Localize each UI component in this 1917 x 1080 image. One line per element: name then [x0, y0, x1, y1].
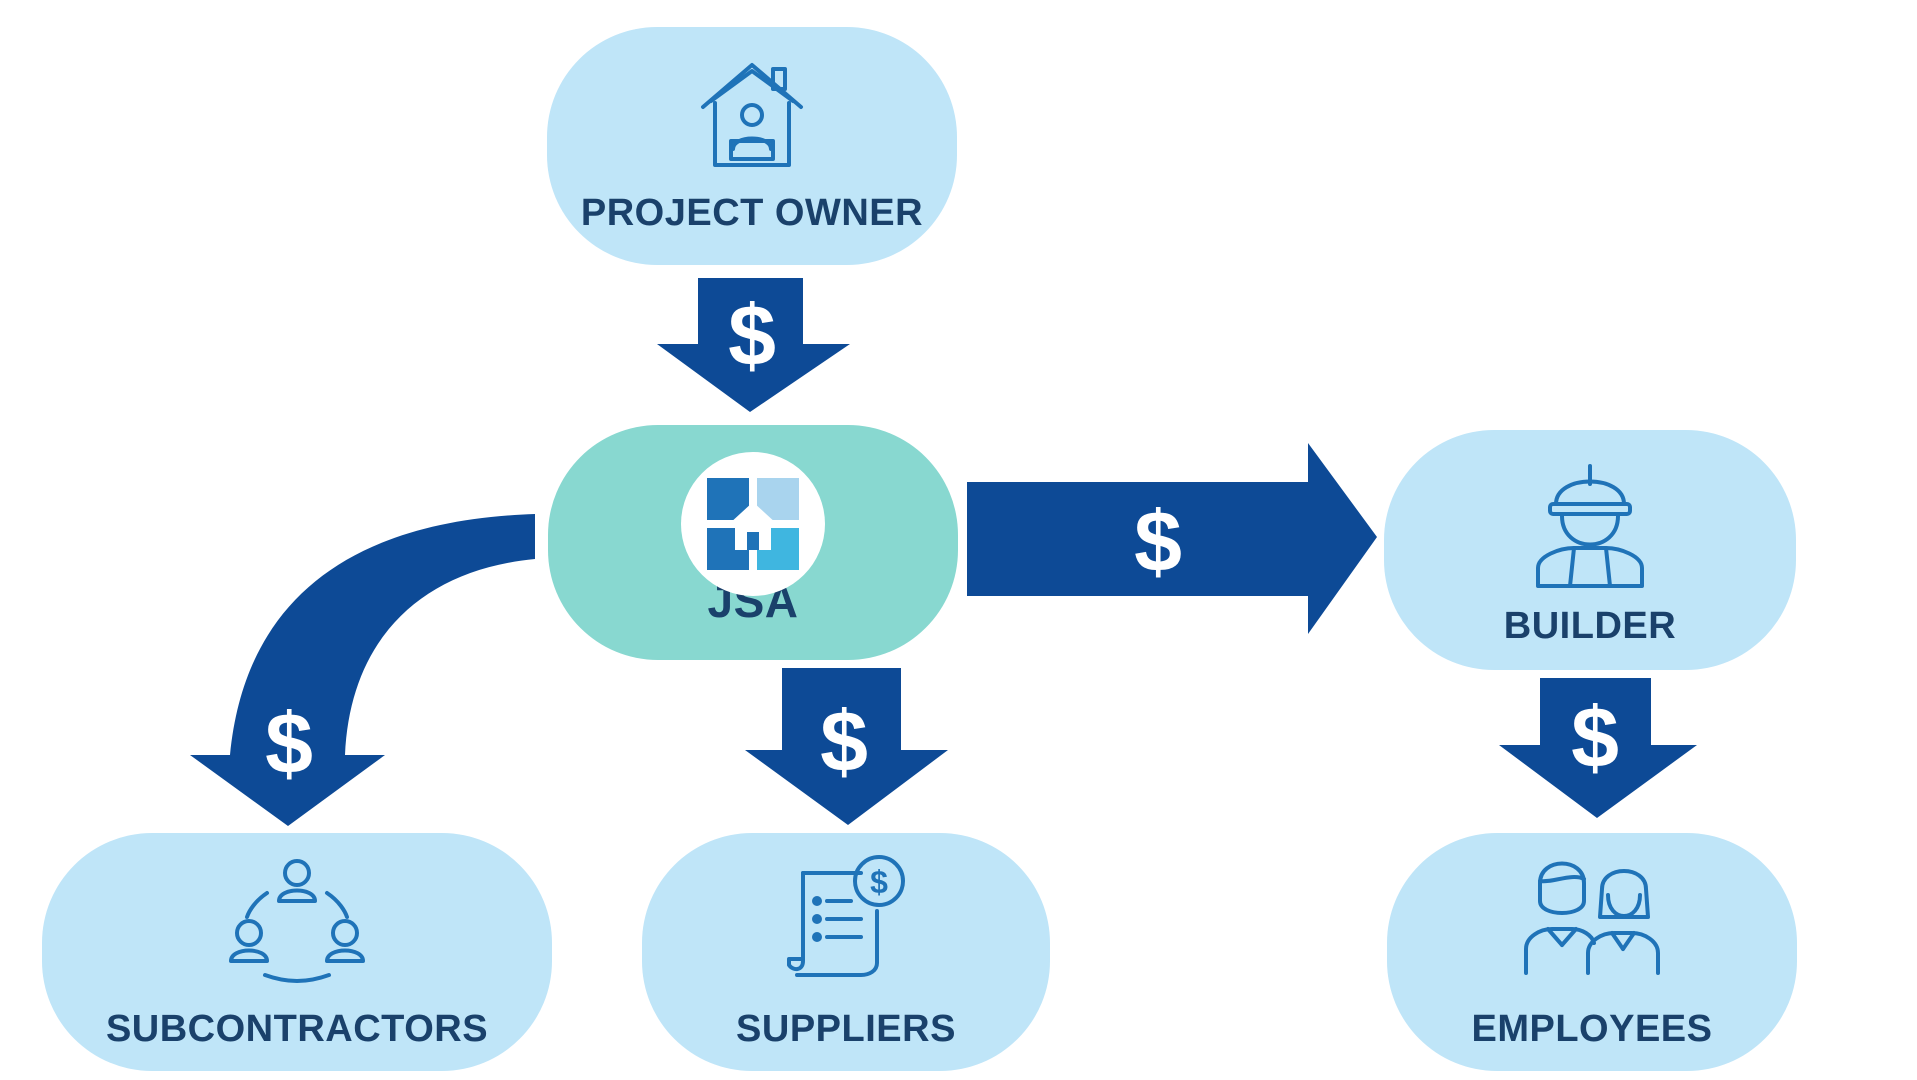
- arrow-jsa-to-subcontractors: [190, 514, 535, 826]
- node-employees: EMPLOYEES: [1387, 833, 1797, 1071]
- svg-text:$: $: [870, 864, 888, 900]
- arrow-owner-to-jsa: [657, 278, 850, 412]
- node-builder: BUILDER: [1384, 430, 1796, 670]
- arrow-jsa-to-builder: [967, 443, 1377, 634]
- team-circle-icon: [227, 853, 367, 988]
- node-label: PROJECT OWNER: [580, 192, 924, 234]
- dollar-builder-to-employees: $: [1571, 690, 1619, 786]
- dollar-jsa-to-subcontractors: $: [265, 696, 313, 792]
- jsa-logo-icon: [679, 450, 827, 603]
- dollar-jsa-to-suppliers: $: [820, 694, 868, 790]
- hardhat-worker-icon: [1530, 456, 1650, 596]
- arrow-builder-to-employees: [1499, 678, 1697, 818]
- node-label: SUBCONTRACTORS: [105, 1008, 489, 1050]
- node-label: EMPLOYEES: [1471, 1008, 1713, 1050]
- node-project-owner: PROJECT OWNER: [547, 27, 957, 265]
- house-person-icon: [697, 57, 807, 182]
- node-label: BUILDER: [1503, 605, 1677, 647]
- node-label: SUPPLIERS: [736, 1008, 956, 1050]
- people-pair-icon: [1522, 853, 1662, 983]
- node-suppliers: $ SUPPLIERS: [642, 833, 1050, 1071]
- node-jsa: JSA: [548, 425, 958, 660]
- dollar-owner-to-jsa: $: [728, 288, 776, 384]
- arrow-jsa-to-suppliers: [745, 668, 948, 825]
- invoice-dollar-icon: $: [781, 851, 911, 986]
- node-subcontractors: SUBCONTRACTORS: [42, 833, 552, 1071]
- dollar-jsa-to-builder: $: [1134, 494, 1182, 590]
